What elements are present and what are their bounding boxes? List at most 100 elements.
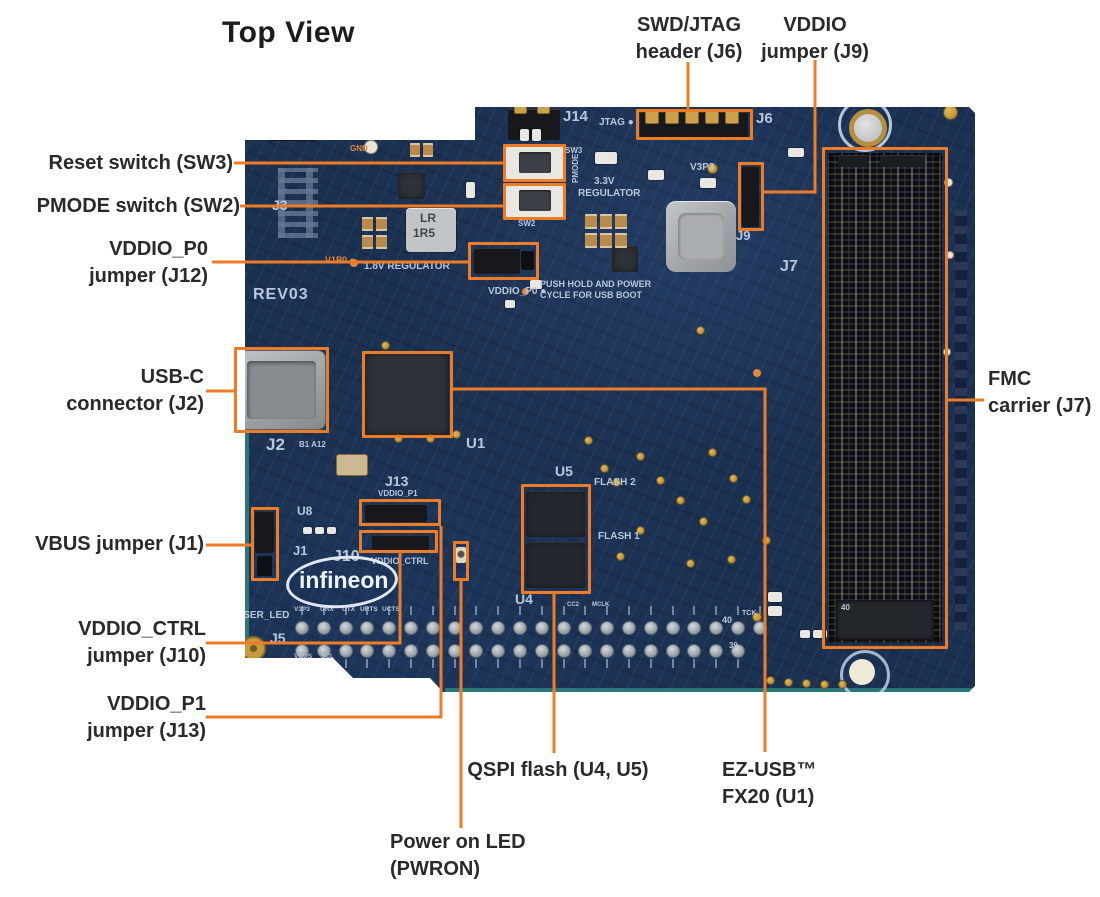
sw2-actuator-component	[519, 190, 551, 211]
silkscreen-j14: J14	[563, 108, 589, 125]
j10-highlight	[359, 530, 438, 553]
pad-label-mark	[322, 659, 325, 668]
resistor-component	[315, 527, 324, 534]
silkscreen-reg18: 1.8V REGULATOR	[364, 261, 450, 272]
silkscreen-lr2: 1R5	[413, 226, 436, 240]
callout-line: Reset switch (SW3)	[48, 152, 233, 174]
qfn-chip-component	[612, 246, 638, 272]
crystal-component	[337, 455, 367, 475]
pad-label-mark	[497, 606, 500, 615]
silkscreen-lr1: LR	[420, 211, 436, 225]
resistor-component	[466, 182, 475, 198]
lr1r5-inductor-component	[406, 208, 456, 252]
via-dot	[944, 178, 952, 186]
u1-highlight	[362, 351, 453, 438]
bottom-pad	[557, 645, 570, 657]
resistor-component	[788, 148, 804, 157]
pad-label-mark	[584, 606, 587, 615]
capacitor-component	[362, 217, 373, 231]
power-inductor-core-component	[678, 213, 724, 260]
j6-pin-component	[646, 110, 658, 123]
callout-line: VDDIO_P0	[109, 238, 208, 260]
silkscreen-v33: 3.3V	[594, 176, 615, 187]
via-dot	[676, 496, 684, 504]
resistor-component	[327, 527, 336, 534]
capacitor-component	[585, 233, 597, 248]
via-dot	[656, 476, 664, 484]
page-title: Top View	[222, 16, 355, 49]
bottom-pad	[492, 622, 505, 634]
bottom-pad	[623, 622, 635, 634]
callout-line: VDDIO_CTRL	[78, 618, 206, 640]
silkscreen-push1: PUSH HOLD AND POWER	[540, 279, 652, 289]
pad-label-mark	[540, 659, 543, 668]
pad-label-mark	[410, 659, 412, 668]
via-dot	[452, 430, 460, 438]
via-dot	[616, 552, 624, 560]
silkscreen-u1: U1	[466, 435, 486, 452]
capacitor-component	[423, 143, 433, 157]
callout-vbus-jumper-j1: VBUS jumper (J1)	[20, 531, 204, 558]
silkscreen-pmode: PMODE	[571, 153, 580, 183]
silkscreen-u8: U8	[297, 504, 313, 518]
sw2-highlight	[503, 183, 566, 220]
pad-label-mark	[562, 659, 565, 668]
resistor-component	[505, 300, 515, 308]
pad-label-mark	[431, 659, 434, 668]
regulator-qfn-chip-component	[398, 172, 425, 199]
pad-label-mark	[475, 606, 478, 615]
via-dot	[784, 678, 792, 686]
bottom-pad	[448, 645, 461, 657]
mounting-hole-bottom-left	[245, 636, 266, 661]
bottom-pad	[296, 622, 308, 634]
pad-label-mark	[671, 659, 674, 668]
capacitor-component	[362, 235, 373, 249]
resistor-component	[595, 152, 617, 164]
bottom-pad	[492, 645, 505, 657]
vbus-highlight	[251, 507, 279, 581]
callout-line: VDDIO	[783, 14, 847, 36]
bottom-pad	[557, 622, 570, 634]
silkscreen-f39: 39	[729, 641, 738, 650]
silkscreen-f40a: 40	[722, 615, 733, 625]
bottom-pad	[383, 645, 396, 657]
via-dot	[762, 536, 770, 544]
via-dot	[838, 680, 846, 688]
via-dot	[394, 434, 402, 442]
resistor-component	[768, 606, 782, 616]
silkscreen-gnd: GND	[350, 144, 368, 153]
callout-line: VBUS jumper (J1)	[35, 533, 204, 555]
pad-label-mark	[584, 659, 587, 668]
callout-qspi-flash-u4-u5: QSPI flash (U4, U5)	[452, 757, 664, 784]
silkscreen-push2: CYCLE FOR USB BOOT	[540, 290, 643, 300]
bottom-pad	[688, 645, 701, 657]
callout-line: EZ-USB™	[722, 759, 817, 781]
callout-line: SWD/JTAG	[636, 14, 742, 36]
bottom-pad	[361, 622, 374, 634]
via-dot	[521, 287, 529, 295]
j6-pin-component	[686, 110, 698, 123]
j6-pin-component	[726, 110, 738, 123]
silkscreen-jtag: JTAG ●	[599, 117, 634, 128]
pwron-highlight	[453, 541, 469, 581]
via-dot	[696, 326, 704, 334]
bottom-pad	[535, 645, 548, 657]
pad-label-mark	[453, 659, 456, 668]
callout-line: connector (J2)	[66, 393, 204, 415]
pad-label-mark	[562, 606, 565, 615]
resistor-component	[530, 280, 542, 289]
pad-label-mark	[519, 606, 521, 615]
sw3-highlight	[503, 144, 566, 182]
j12-jumper-pin-component	[521, 251, 534, 270]
pad-label-mark	[649, 606, 652, 615]
mounting-hole-top-right-ring	[838, 107, 892, 152]
via-dot	[943, 107, 957, 119]
via-dot	[365, 141, 377, 153]
callout-reset-switch-sw3: Reset switch (SW3)	[20, 150, 233, 177]
resistor-component	[520, 129, 529, 141]
bottom-pad	[448, 622, 461, 634]
silkscreen-f40b: 40	[841, 603, 850, 612]
